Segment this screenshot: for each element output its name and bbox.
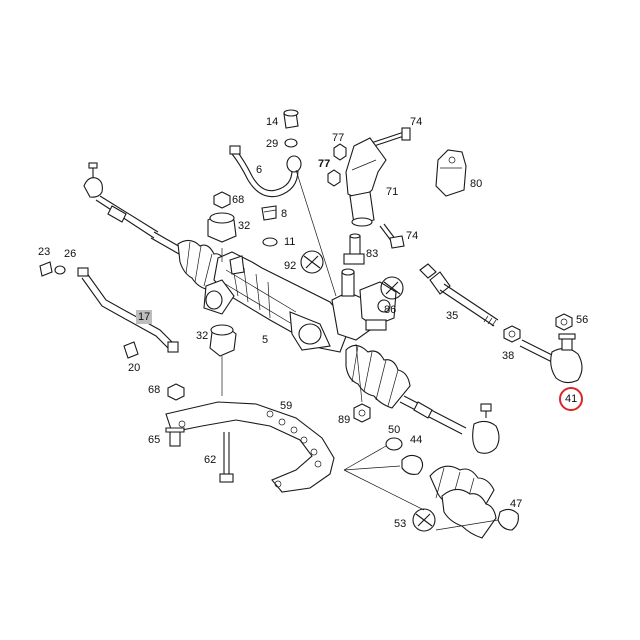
callout-20: 20 [128, 362, 141, 374]
callout-35: 35 [446, 310, 459, 322]
callout-32-top: 32 [238, 220, 251, 232]
plug-8 [261, 205, 277, 221]
callout-74-top: 74 [410, 116, 423, 128]
cap-14 [283, 109, 299, 129]
o-ring-50 [385, 437, 403, 451]
line-17 [77, 267, 179, 353]
nut-89 [353, 403, 371, 423]
tie-rod-35 [419, 263, 499, 327]
bolt-23 [39, 261, 53, 277]
boot-kit-53 [412, 465, 497, 539]
callout-80: 80 [470, 178, 483, 190]
callout-47: 47 [510, 498, 523, 510]
highlight-ring-41 [559, 387, 583, 411]
callout-6: 6 [256, 164, 263, 176]
callout-59: 59 [280, 400, 293, 412]
rack-housing [203, 251, 351, 353]
callout-44: 44 [410, 434, 423, 446]
bolt-74-mid [379, 223, 405, 249]
bolt-65 [165, 427, 185, 447]
callout-11: 11 [284, 236, 296, 248]
hose-6 [229, 145, 302, 198]
callout-32-left: 32 [196, 330, 209, 342]
valve-83 [343, 233, 365, 265]
nut-68-bottom [167, 383, 185, 401]
clamp-44 [401, 454, 424, 475]
callout-77-bold: 77 [318, 158, 331, 170]
callout-14: 14 [266, 116, 279, 128]
callout-23: 23 [38, 246, 51, 258]
wrench-icon-86 [380, 276, 404, 300]
nut-77-a [333, 143, 347, 161]
callout-71: 71 [386, 186, 399, 198]
callout-74-mid: 74 [406, 230, 419, 242]
callout-5: 5 [262, 334, 269, 346]
callout-92: 92 [284, 260, 297, 272]
steering-coupling-71 [345, 137, 387, 227]
callout-83: 83 [366, 248, 379, 260]
callout-68-top: 68 [232, 194, 245, 206]
mount-32-left [209, 324, 237, 357]
callout-50: 50 [388, 424, 401, 436]
callout-65: 65 [148, 434, 161, 446]
mount-80 [435, 149, 467, 197]
callout-56: 56 [576, 314, 589, 326]
callout-89: 89 [338, 414, 351, 426]
left-tie-rod-end [83, 162, 159, 239]
o-ring-29 [284, 138, 298, 148]
mount-32-top [207, 212, 237, 243]
wrench-icon-92 [300, 250, 324, 274]
callout-41: 41 [565, 393, 578, 405]
nut-77-b [327, 169, 341, 187]
bolt-62 [219, 432, 234, 483]
callout-53: 53 [394, 518, 407, 530]
callout-68-bottom: 68 [148, 384, 161, 396]
callout-29: 29 [266, 138, 279, 150]
clamp-47 [497, 508, 519, 531]
right-inner-rod [399, 395, 500, 454]
callout-8: 8 [281, 208, 288, 220]
callout-26: 26 [64, 248, 77, 260]
left-inner-tie-rod [150, 231, 183, 255]
nut-56 [555, 313, 573, 331]
callout-38: 38 [502, 350, 515, 362]
callout-62: 62 [204, 454, 217, 466]
nut-38 [503, 325, 521, 343]
seal-ring-11 [262, 237, 278, 247]
washer-26 [54, 265, 66, 275]
tie-rod-end-41 [519, 333, 583, 384]
nut-68-top [213, 191, 231, 209]
crossmember-59 [165, 401, 335, 493]
callout-77-top: 77 [332, 132, 345, 144]
callout-17: 17 [136, 310, 153, 324]
right-bellows [345, 344, 411, 409]
bolt-20 [123, 341, 139, 359]
callout-86: 86 [384, 304, 397, 316]
